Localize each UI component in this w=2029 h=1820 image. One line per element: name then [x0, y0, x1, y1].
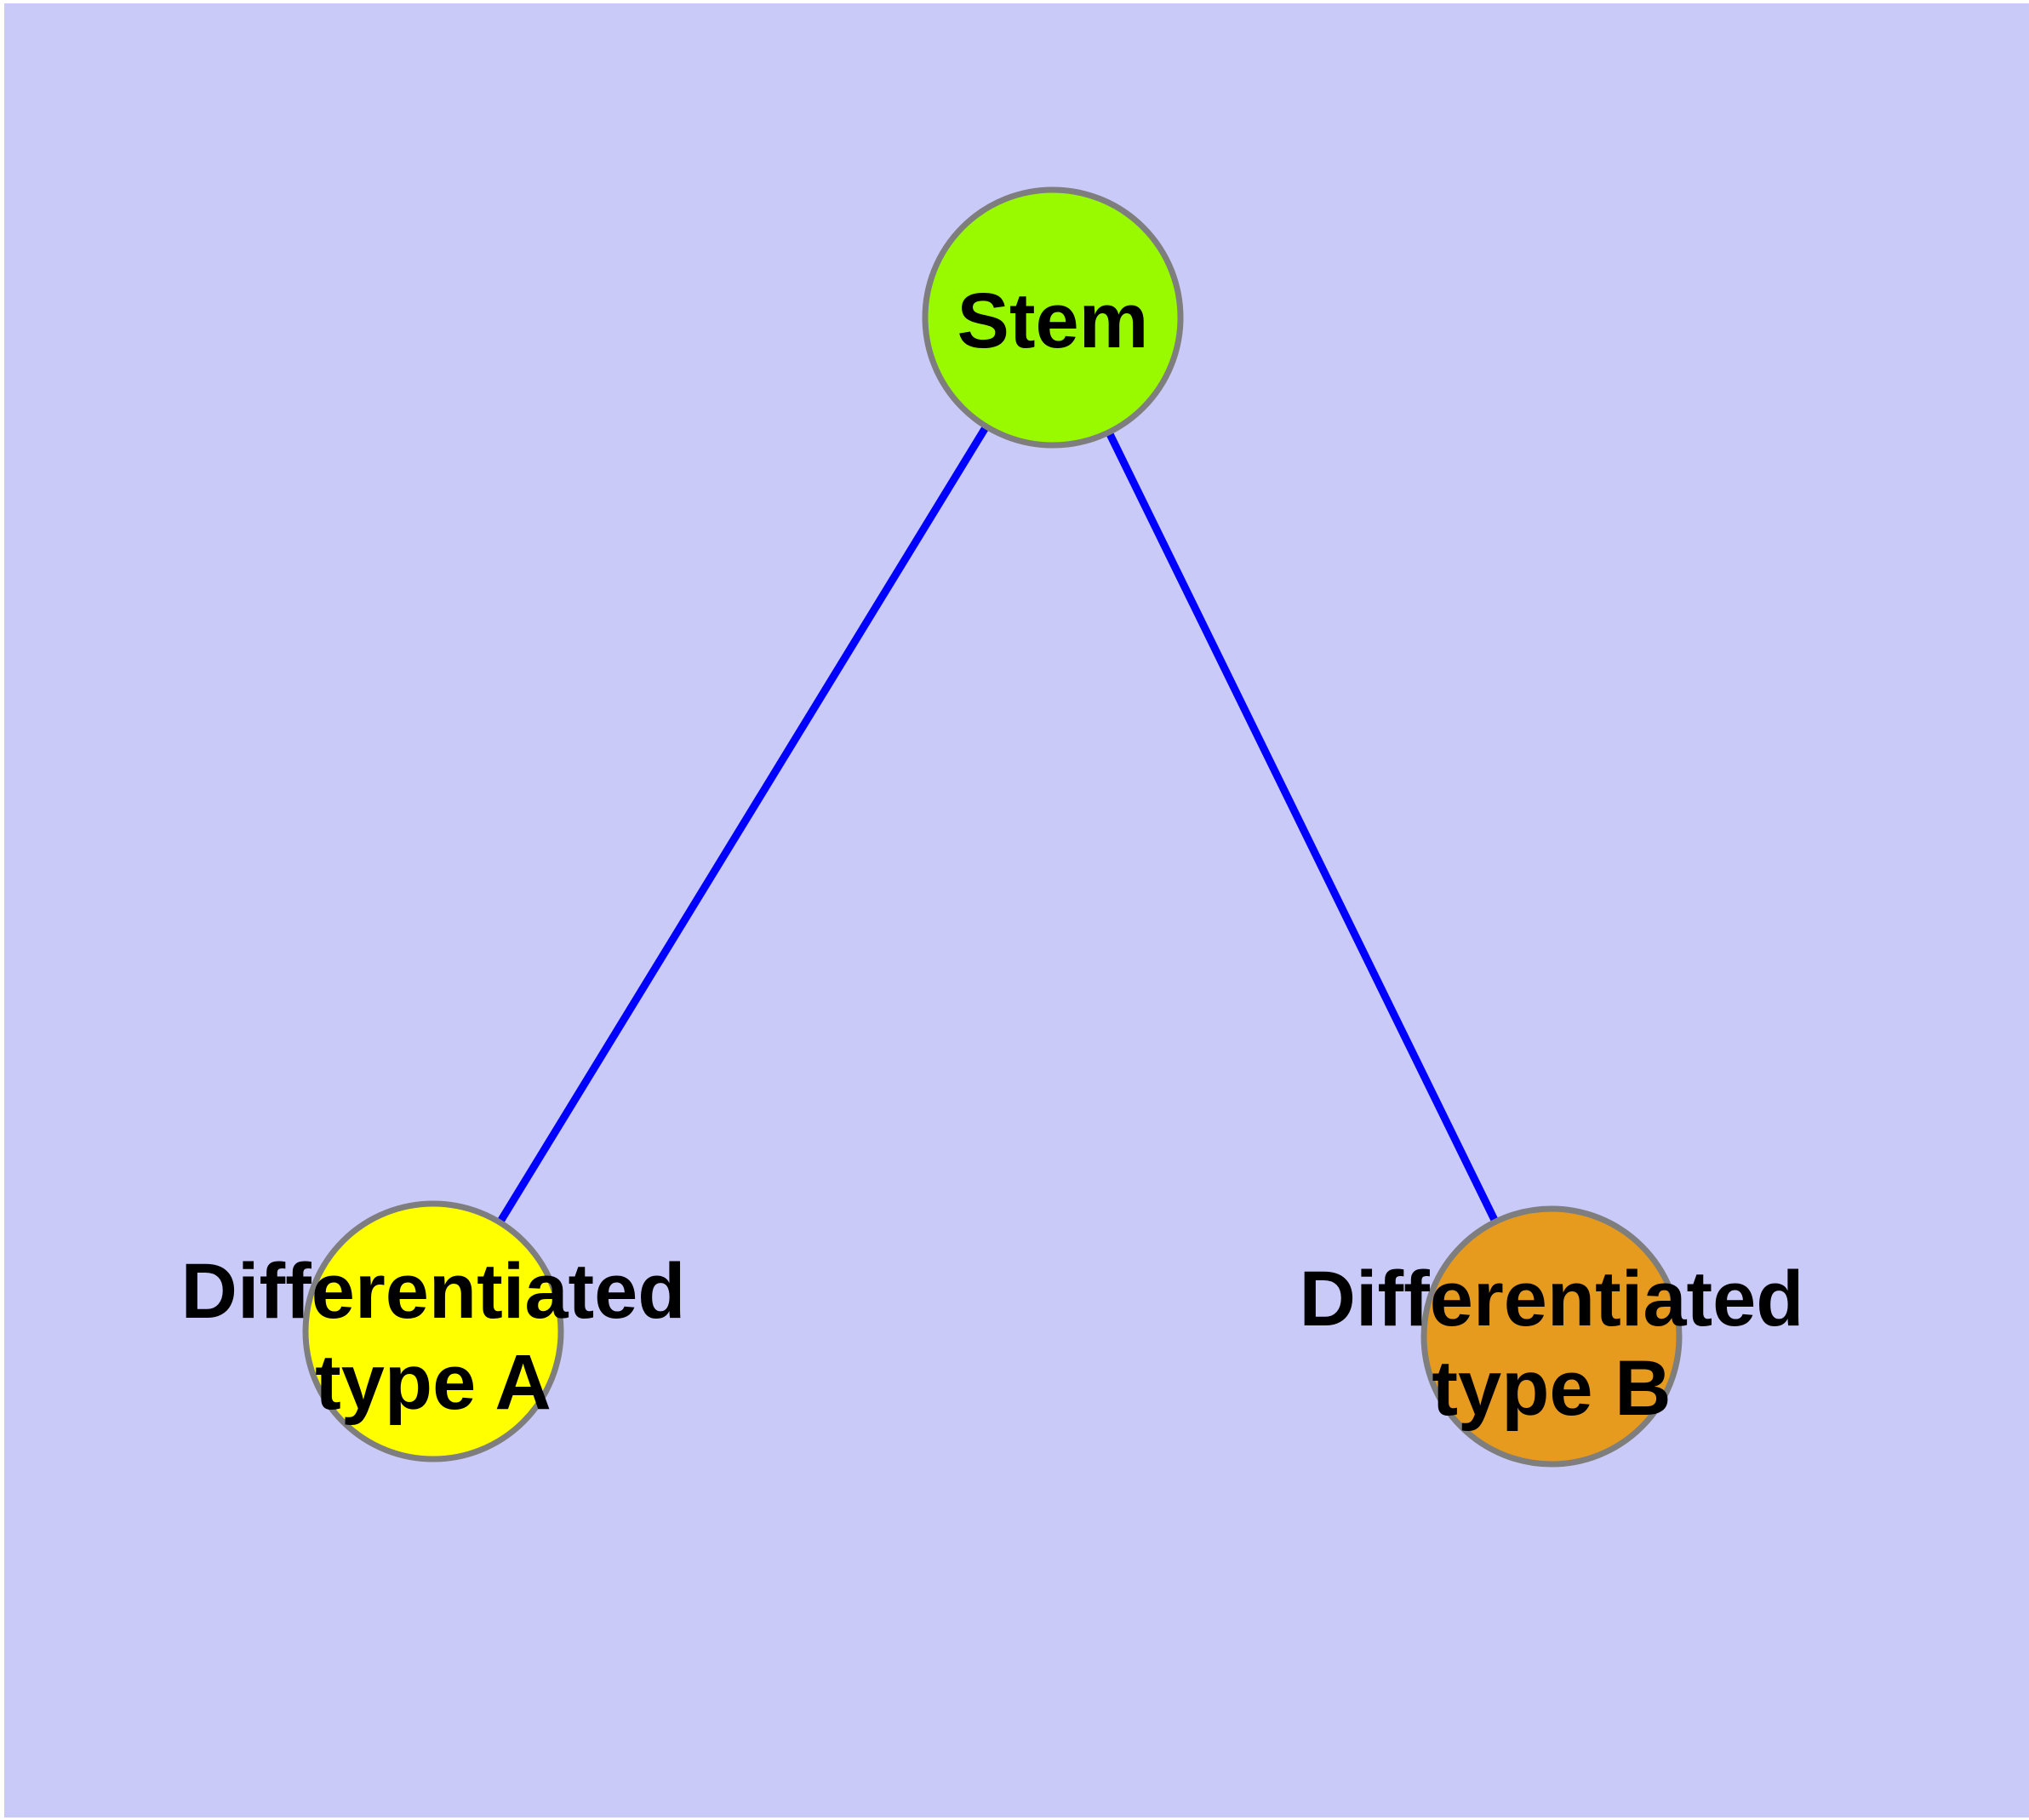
edge-stem-to-type-a: [430, 315, 1056, 1334]
edge-layer: [430, 315, 1556, 1338]
edge-stem-to-type-b: [1049, 316, 1556, 1338]
node-stem-circle: [922, 186, 1184, 449]
node-differentiated-type-b-label-line1: Differentiated: [1300, 1256, 1804, 1342]
label-layer: Stem Differentiated type A Differentiate…: [181, 278, 1804, 1432]
node-stem-label: Stem: [957, 278, 1149, 364]
node-differentiated-type-b-circle: [1420, 1205, 1683, 1468]
node-differentiated-type-a-label-line2: type A: [315, 1339, 552, 1426]
node-differentiated-type-a-circle: [302, 1200, 564, 1462]
node-layer: [302, 186, 1683, 1468]
node-differentiated-type-a-label-line1: Differentiated: [181, 1248, 686, 1335]
node-differentiated-type-b-label-line2: type B: [1432, 1345, 1671, 1432]
